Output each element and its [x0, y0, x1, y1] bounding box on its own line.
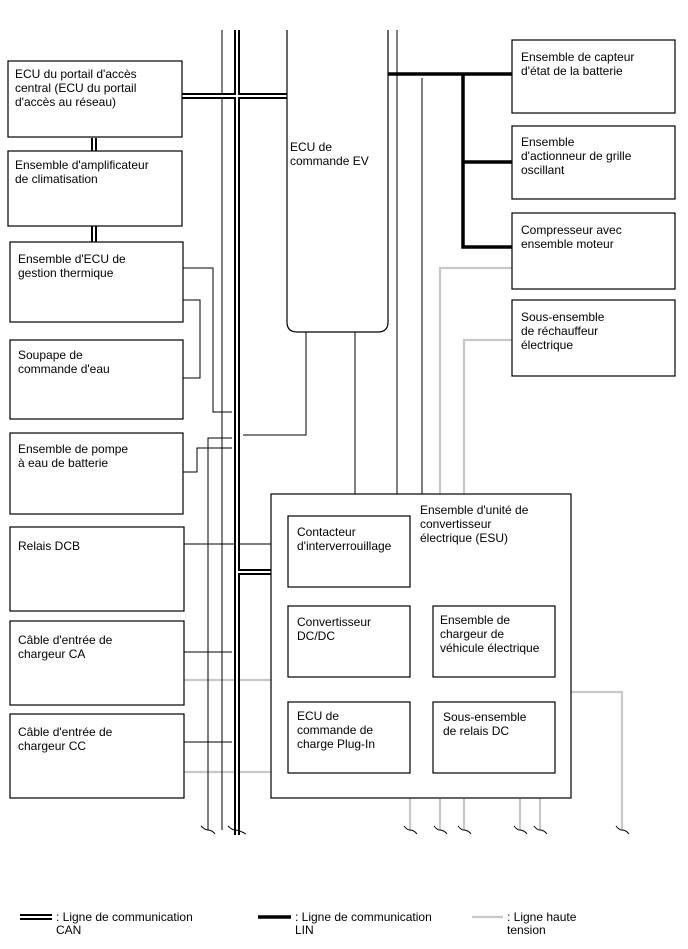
label-interlock-switch: Contacteur d'interverrouillage: [297, 525, 392, 553]
legend-lin-label: : Ligne de communication LIN: [295, 910, 432, 937]
label-compressor-motor: Compresseur avec ensemble moteur: [521, 223, 622, 251]
left-boxes: [7, 60, 185, 799]
esu-inner-boxes: [287, 515, 556, 774]
label-dcdc-converter: Convertisseur DC/DC: [297, 615, 372, 643]
label-ev-charger: Ensemble de chargeur de véhicule électri…: [440, 613, 540, 655]
label-dc-charger-inlet: Câble d'entrée de chargeur CC: [18, 725, 113, 753]
label-ac-amplifier: Ensemble d'amplificateur de climatisatio…: [15, 158, 149, 186]
label-dc-relay: Sous-ensemble de relais DC: [443, 710, 527, 738]
esu-title: Ensemble d'unité de convertisseur électr…: [420, 503, 529, 545]
label-central-gateway-ecu: ECU du portail d'accès central (ECU du p…: [15, 67, 137, 109]
legend-hv-label: : Ligne haute tension: [507, 910, 577, 937]
label-grille-shutter-actuator: Ensemble d'actionneur de grille oscillan…: [521, 135, 632, 177]
label-water-control-valve: Soupape de commande d'eau: [18, 348, 110, 376]
break-marks: [200, 825, 630, 835]
ecu-ev-shape: [286, 30, 389, 333]
lin-lines: [388, 72, 512, 249]
label-dcb-relay: Relais DCB: [18, 539, 81, 553]
label-plugin-charge-ecu: ECU de commande de charge Plug-In: [297, 709, 376, 751]
can-lines: [91, 30, 287, 835]
label-battery-state-sensor: Ensemble de capteur d'état de la batteri…: [521, 50, 635, 78]
ecu-ev-label: ECU de commande EV: [290, 140, 369, 168]
label-battery-water-pump: Ensemble de pompe à eau de batterie: [18, 442, 129, 470]
right-boxes: [511, 39, 676, 377]
label-thermal-management-ecu: Ensemble d'ECU de gestion thermique: [18, 252, 126, 280]
legend-can-label: : Ligne de communication CAN: [56, 910, 193, 937]
label-electric-heater: Sous-ensemble de réchauffeur électrique: [521, 310, 605, 352]
label-ac-charger-inlet: Câble d'entrée de chargeur CA: [18, 633, 113, 661]
